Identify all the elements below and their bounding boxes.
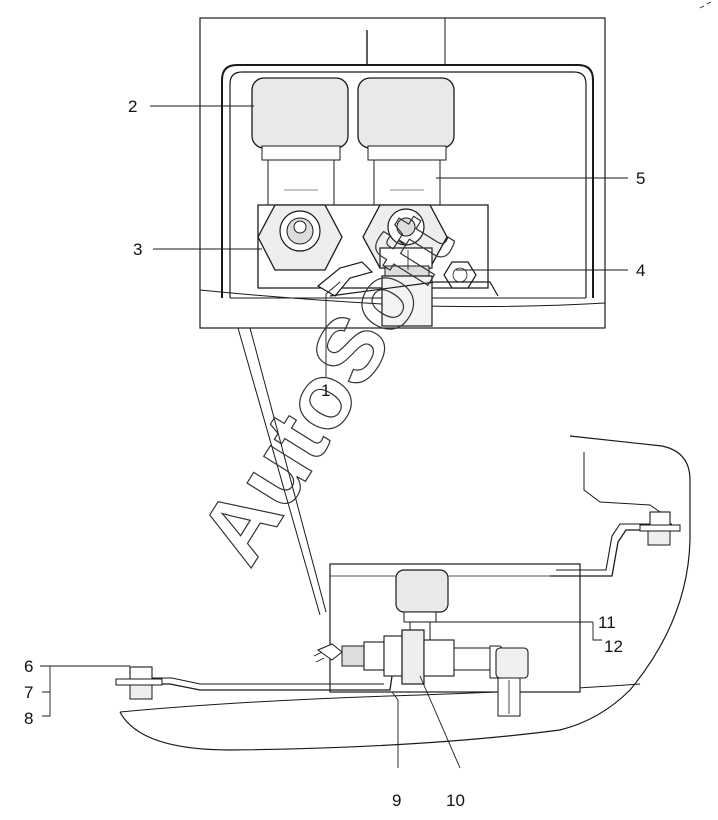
callout-10: 10	[446, 791, 465, 810]
callout-leaders	[40, 105, 628, 769]
callout-1: 1	[321, 381, 330, 400]
horizontal-valve-body	[313, 629, 529, 717]
bracket-plate	[316, 261, 374, 297]
lower-assembly-view	[115, 435, 691, 751]
left-hex-fitting	[257, 204, 343, 271]
callout-7: 7	[24, 683, 33, 702]
callout-9: 9	[392, 791, 401, 810]
callout-2: 2	[128, 97, 137, 116]
callout-5: 5	[636, 169, 645, 188]
left-valve	[251, 77, 349, 206]
callout-8: 8	[24, 709, 33, 728]
right-mount-bolt	[639, 511, 681, 546]
callout-4: 4	[636, 261, 645, 280]
callout-6: 6	[24, 657, 33, 676]
right-hex-fitting	[362, 204, 448, 327]
valve-housing-box	[329, 563, 581, 693]
left-mount-bolt	[115, 666, 163, 700]
valve-bracket-frame	[221, 64, 594, 298]
right-valve	[357, 77, 455, 206]
callout-labels: 1 2 3 4 5 6 7 8 9 10 11 12	[24, 97, 645, 810]
detail-inset	[199, 17, 606, 329]
callout-12: 12	[604, 637, 623, 656]
callout-11: 11	[598, 613, 616, 632]
callout-3: 3	[133, 240, 142, 259]
corner-mark	[699, 1, 712, 9]
